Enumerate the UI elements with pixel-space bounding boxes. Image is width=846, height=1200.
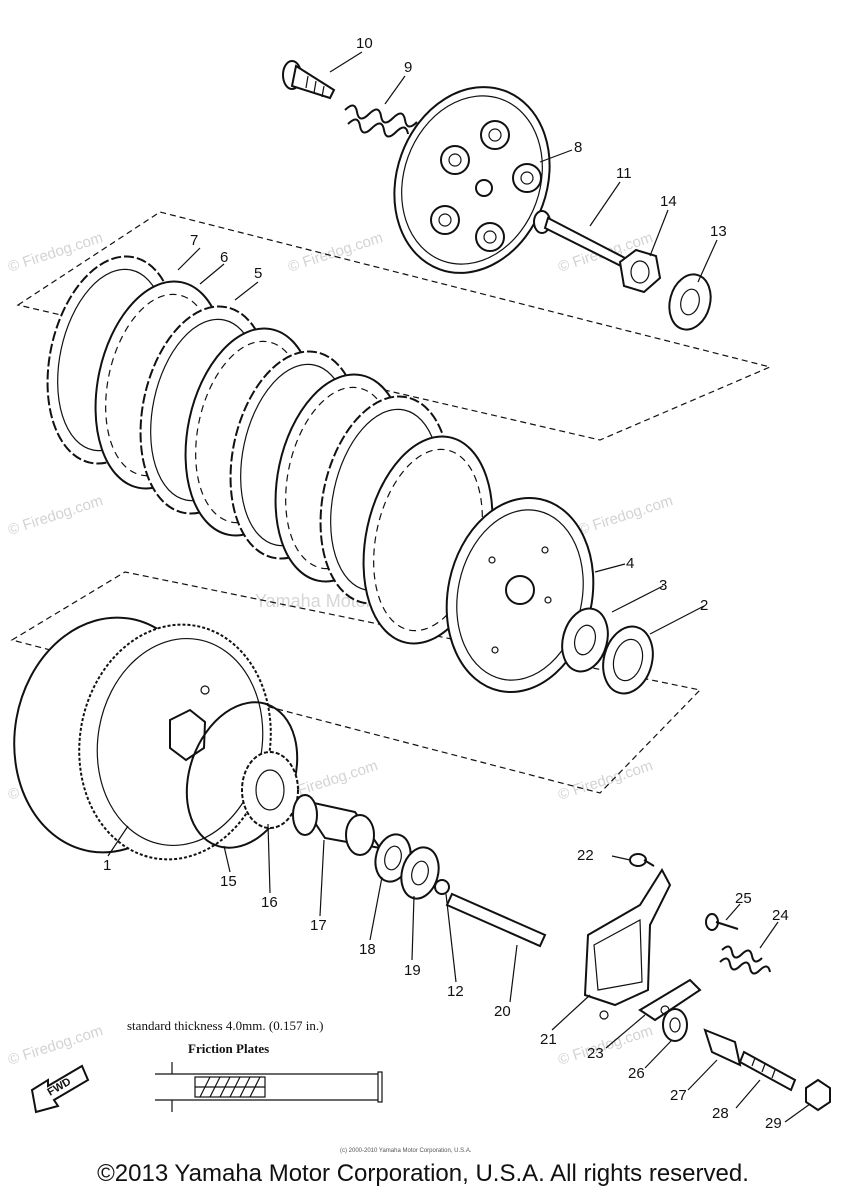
callout-18: 18 xyxy=(359,941,376,958)
callout-3: 3 xyxy=(659,577,667,594)
callout-14: 14 xyxy=(660,193,677,210)
part-10-bolt xyxy=(282,60,336,100)
part-20-push-rod xyxy=(445,892,547,948)
callout-24: 24 xyxy=(772,907,789,924)
watermark: © Firedog.com xyxy=(6,492,105,539)
callout-16: 16 xyxy=(261,894,278,911)
copyright-footer: ©2013 Yamaha Motor Corporation, U.S.A. A… xyxy=(97,1160,749,1187)
callout-21: 21 xyxy=(540,1031,557,1048)
fwd-arrow: FWD xyxy=(30,1064,90,1114)
callout-20: 20 xyxy=(494,1003,511,1020)
part-3-washer xyxy=(561,607,609,673)
watermark: © Firedog.com xyxy=(556,757,655,804)
callout-13: 13 xyxy=(710,223,727,240)
watermark: © Firedog.com xyxy=(556,1022,655,1069)
callout-labels: 1 2 3 4 5 6 7 8 9 10 11 12 13 14 15 16 1… xyxy=(103,35,789,1132)
part-14-nut xyxy=(618,248,662,294)
callout-27: 27 xyxy=(670,1087,687,1104)
part-9-spring xyxy=(344,104,418,138)
watermark: © Firedog.com xyxy=(6,229,105,276)
callout-8: 8 xyxy=(574,139,582,156)
callout-15: 15 xyxy=(220,873,237,890)
part-25-screw xyxy=(705,913,739,931)
thickness-note: standard thickness 4.0mm. (0.157 in.) xyxy=(127,1018,323,1033)
part-27-adjuster xyxy=(703,1028,742,1067)
callout-28: 28 xyxy=(712,1105,729,1122)
callout-2: 2 xyxy=(700,597,708,614)
callout-29: 29 xyxy=(765,1115,782,1132)
part-19-thrust-washer xyxy=(400,846,440,900)
friction-plates-label: Friction Plates xyxy=(188,1041,269,1056)
friction-plate-note: standard thickness 4.0mm. (0.157 in.) Fr… xyxy=(127,1018,383,1112)
part-16-drive-gear xyxy=(241,751,299,829)
callout-19: 19 xyxy=(404,962,421,979)
part-1-clutch-housing xyxy=(13,616,272,861)
part-28-adjusting-screw xyxy=(738,1050,797,1092)
callout-7: 7 xyxy=(190,232,198,249)
callout-26: 26 xyxy=(628,1065,645,1082)
leader-lines xyxy=(107,51,811,1123)
watermark: © Firedog.com xyxy=(6,1022,105,1069)
part-21-push-lever-bracket xyxy=(583,868,672,1020)
callout-6: 6 xyxy=(220,249,228,266)
assembly-frames xyxy=(10,211,772,794)
watermark: © Firedog.com xyxy=(576,492,675,539)
part-8-pressure-plate xyxy=(393,86,551,274)
callout-17: 17 xyxy=(310,917,327,934)
part-17-spacer-sleeve xyxy=(292,794,383,856)
part-24-spring xyxy=(719,945,771,975)
part-12-ball xyxy=(434,879,450,895)
part-26-washer xyxy=(662,1008,688,1042)
callout-22: 22 xyxy=(577,847,594,864)
callout-4: 4 xyxy=(626,555,634,572)
part-13-lock-washer xyxy=(668,273,712,331)
callout-11: 11 xyxy=(616,165,632,182)
part-29-nut xyxy=(805,1078,831,1112)
callout-25: 25 xyxy=(735,890,752,907)
fine-print: (c) 2000-2010 Yamaha Motor Corporation, … xyxy=(340,1148,472,1154)
callout-10: 10 xyxy=(356,35,373,52)
callout-5: 5 xyxy=(254,265,262,282)
part-22-screw xyxy=(629,853,655,867)
watermark: © Firedog.com xyxy=(286,229,385,276)
callout-12: 12 xyxy=(447,983,464,1000)
part-2-lock-nut xyxy=(602,625,654,695)
callout-9: 9 xyxy=(404,59,412,76)
clutch-plate-stack xyxy=(46,255,494,645)
callout-1: 1 xyxy=(103,857,111,874)
callout-23: 23 xyxy=(587,1045,604,1062)
